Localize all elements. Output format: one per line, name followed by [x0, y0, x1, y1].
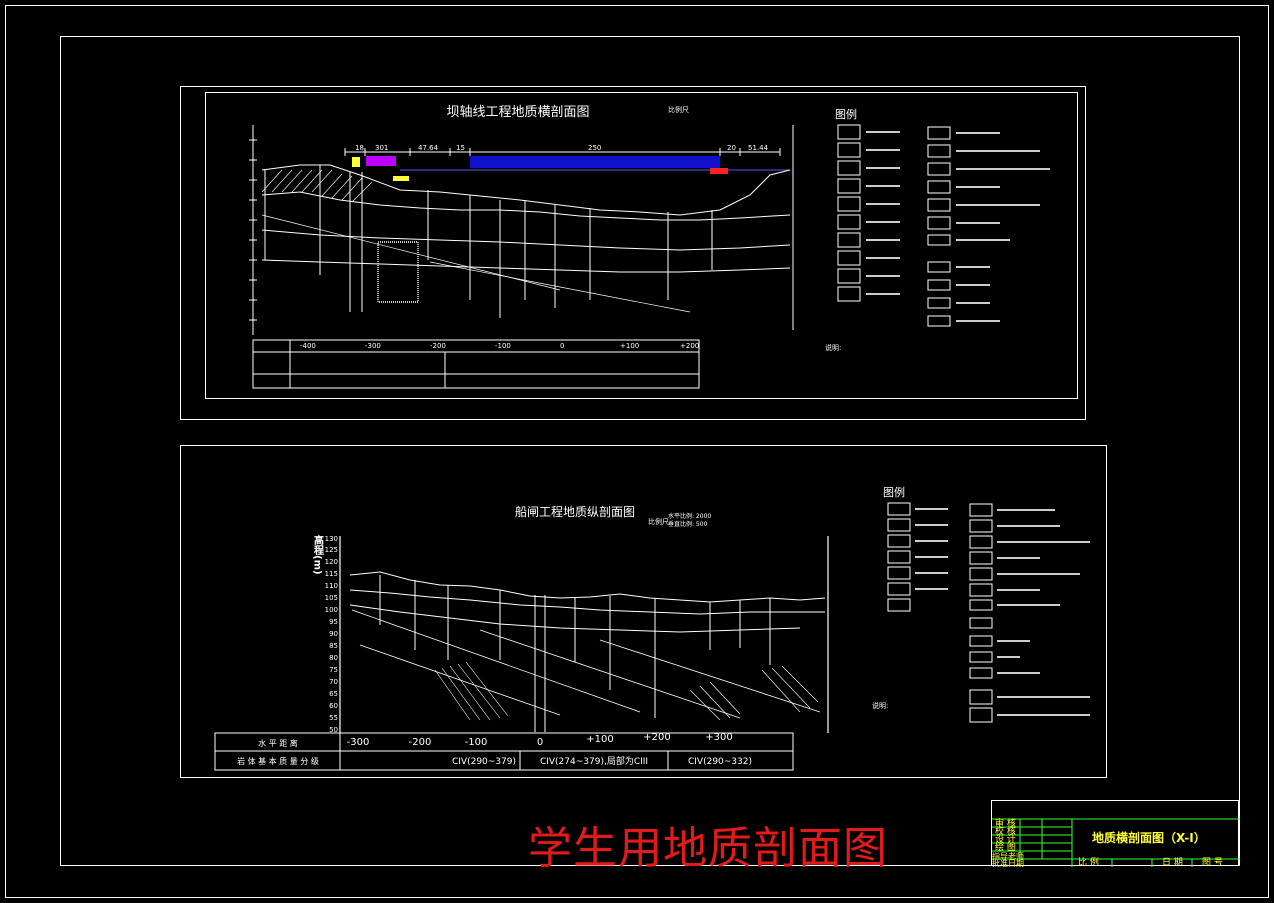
top-xtick: -200 [430, 342, 446, 350]
top-drawing-frame [180, 86, 1086, 420]
top-xtick: -300 [365, 342, 381, 350]
ytick: 65 [329, 690, 338, 698]
bottom-elevation-axis [339, 536, 829, 733]
ytick: 75 [329, 666, 338, 674]
ytick: 90 [329, 630, 338, 638]
bottom-ground-profile [349, 571, 826, 633]
top-dense-block [377, 241, 419, 303]
bottom-scale-label: 比例尺 [648, 517, 669, 526]
bottom-drawing-frame [180, 445, 1107, 778]
dim-2: 301 [375, 144, 388, 152]
bottom-drawing-title: 船闸工程地质纵剖面图 [515, 504, 635, 519]
bottom-hatched-zones [434, 661, 819, 721]
ytick: 70 [329, 678, 338, 686]
bottom-data-table [214, 732, 794, 771]
tb-scale-cell: 比 例 [1078, 858, 1099, 868]
dim-7: 51.44 [748, 144, 769, 152]
water-band-magenta [366, 156, 396, 166]
bottom-legend-boxes [887, 502, 993, 723]
zone-label: CIV(274~379),局部为CIII [540, 755, 648, 767]
dim-6: 20 [727, 144, 736, 152]
ytick: 100 [325, 606, 338, 614]
student-watermark: 学生用地质剖面图 [528, 823, 888, 874]
tb-row-drafter: 绘 图 [995, 843, 1016, 853]
tb-row-checker: 校 核 [995, 827, 1016, 837]
ytick: 50 [329, 726, 338, 734]
top-legend-boxes [837, 124, 951, 327]
sheet-inner-border [60, 36, 1240, 866]
bottom-legend-title: 图例 [883, 485, 905, 499]
drawing-name: 地质横剖面图（X-I） [1092, 831, 1206, 845]
xtick: +200 [643, 732, 670, 743]
bottom-zones: CIV(290~379) CIV(274~379),局部为CIII CIV(29… [452, 755, 752, 767]
ytick: 130 [325, 535, 338, 543]
bottom-y-axis-label: 高程(m) [312, 534, 324, 575]
ytick: 80 [329, 654, 338, 662]
ytick: 95 [329, 618, 338, 626]
bottom-row2-label: 岩 体 基 本 质 量 分 级 [237, 756, 319, 766]
top-hatched-zones [261, 169, 373, 203]
top-elevation-axis [249, 125, 794, 335]
ytick: 110 [325, 582, 338, 590]
tb-row-date: 批准日期 [992, 859, 1024, 868]
bottom-scale-h: 水平比例: 2000 [668, 512, 711, 520]
yellow-marker [393, 176, 409, 181]
ytick: 105 [325, 594, 338, 602]
water-band-blue [470, 156, 720, 168]
top-legend-title: 图例 [835, 107, 857, 121]
red-marker [710, 168, 728, 174]
tb-row-designer: 设 计 [995, 835, 1016, 845]
top-xtick: +200 [680, 342, 699, 350]
ytick: 120 [325, 558, 338, 566]
top-data-table [252, 339, 700, 389]
top-notes-title: 说明: [825, 343, 841, 352]
bottom-notes-title: 说明: [872, 701, 888, 710]
tb-date-cell: 日 期 [1162, 858, 1183, 868]
xtick: -300 [347, 737, 370, 748]
tb-row-advisor: 指导老师 [992, 852, 1024, 861]
bottom-row1-label: 水 平 距 离 [258, 738, 298, 748]
xtick: +300 [705, 732, 732, 743]
bottom-legend-lines [915, 508, 1090, 716]
top-dip-lines [261, 214, 691, 313]
ytick: 125 [325, 546, 338, 554]
top-legend-lines [866, 131, 1050, 322]
zone-label: CIV(290~332) [688, 757, 752, 767]
top-axis-ticks: -400 -300 -200 -100 0 +100 +200 [300, 342, 699, 350]
tb-row-reviewer: 审 核 [995, 819, 1016, 829]
top-scale-label: 比例尺 [668, 105, 689, 114]
ytick: 115 [325, 570, 338, 578]
tb-sheet-cell: 图 号 [1202, 858, 1223, 868]
top-boreholes [264, 165, 713, 318]
ytick: 85 [329, 642, 338, 650]
bottom-y-tick-labels: 130 125 120 115 110 105 100 95 90 85 80 … [325, 535, 338, 734]
xtick: -200 [409, 737, 432, 748]
xtick: 0 [537, 737, 543, 748]
zone-label: CIV(290~379) [452, 757, 516, 767]
top-xtick: 0 [560, 342, 564, 350]
bottom-boreholes [379, 575, 771, 732]
bottom-x-tick-labels: -300 -200 -100 0 +100 +200 +300 [347, 732, 733, 748]
top-ground-profile [261, 164, 791, 273]
dim-5: 250 [588, 144, 601, 152]
water-band-left [352, 157, 360, 167]
dim-4: 15 [456, 144, 465, 152]
sheet-outer-border [5, 5, 1269, 898]
title-block: 审 核 校 核 设 计 绘 图 指导老师 批准日期 地质横剖面图（X-I） 比 … [991, 800, 1240, 868]
top-dimension-line [344, 148, 781, 156]
xtick: -100 [465, 737, 488, 748]
top-xtick: -400 [300, 342, 316, 350]
xtick: +100 [586, 734, 613, 745]
top-xtick: +100 [620, 342, 639, 350]
ytick: 55 [329, 714, 338, 722]
dim-3: 47.64 [418, 144, 439, 152]
ytick: 60 [329, 702, 338, 710]
bottom-scale-v: 垂直比例: 500 [668, 520, 708, 528]
top-drawing-inner-frame [205, 92, 1078, 399]
dim-1: 18 [355, 144, 364, 152]
top-drawing-title: 坝轴线工程地质横剖面图 [446, 105, 589, 120]
top-xtick: -100 [495, 342, 511, 350]
